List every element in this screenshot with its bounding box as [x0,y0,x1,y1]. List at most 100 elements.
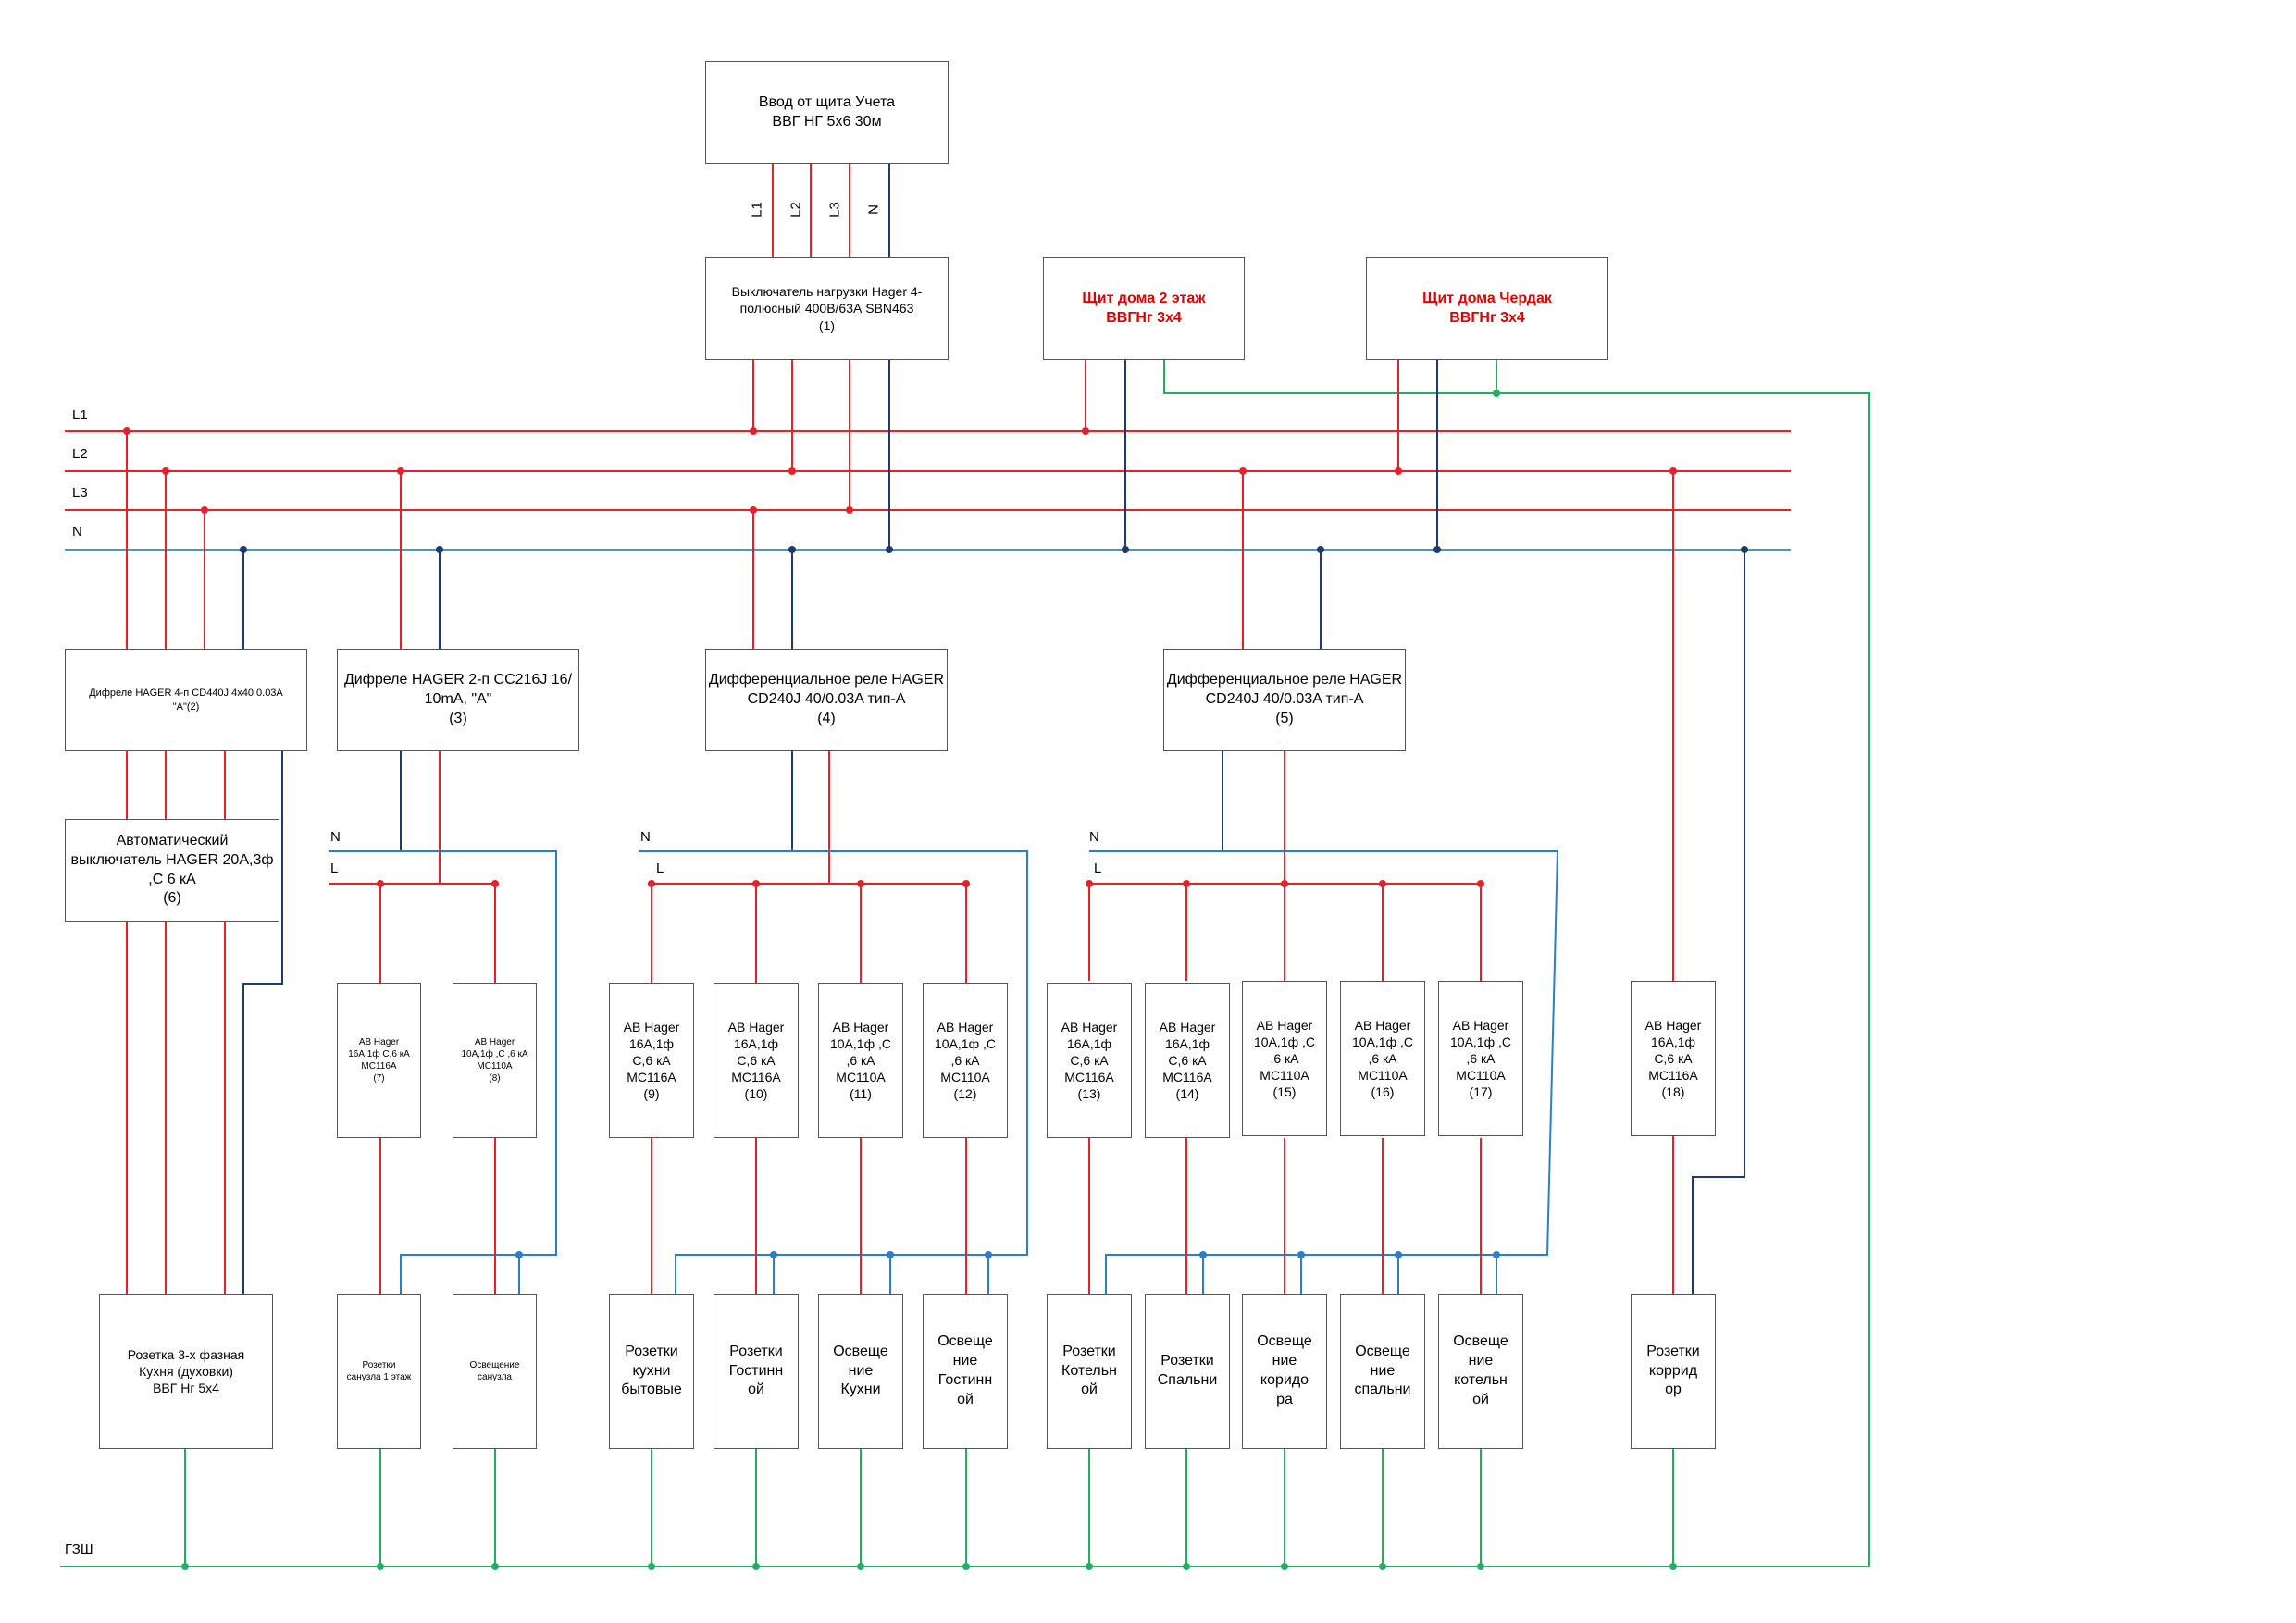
junction-dot-41 [1281,1563,1288,1570]
input-wire-label-n: N [865,204,882,215]
junction-dot-23 [648,880,655,887]
junction-dot-24 [648,1563,655,1570]
junction-dot-43 [1379,1563,1386,1570]
breaker-9-box: АВ Hager 16А,1ф С,6 кА MC116A (9) [609,983,694,1138]
junction-dot-42 [1379,880,1386,887]
load-living-lighting-box: Освеще ние Гостинн ой [923,1294,1008,1449]
junction-dot-16 [377,880,384,887]
junction-dot-46 [1199,1251,1207,1258]
junction-dot-22 [788,546,796,553]
breaker-7-box: АВ Hager 16А,1ф С,6 кА MC116A (7) [337,983,421,1138]
junction-dot-19 [377,1563,384,1570]
breaker-11-box: АВ Hager 10А,1ф ,С ,6 кА MC110A (11) [818,983,903,1138]
sub-label-l-group3: L [330,861,339,876]
junction-dot-39 [1183,1563,1190,1570]
bus-label-l1: L1 [72,407,88,423]
junction-dot-30 [962,1563,970,1570]
breaker-13-box: АВ Hager 16А,1ф С,6 кА MC116A (13) [1047,983,1132,1138]
load-boiler-lighting-box: Освеще ние котельн ой [1438,1294,1523,1449]
bus-label-l2: L2 [72,446,88,462]
junction-dot-21 [750,506,757,514]
wire-87 [1692,550,1745,1294]
breaker-8-box: АВ Hager 10А,1ф ,С ,6 кА MC110A (8) [453,983,537,1138]
junction-dot-4 [1082,427,1089,435]
main-switch-box: Выключатель нагрузки Hager 4- полюсный 4… [705,257,949,360]
junction-dot-18 [515,1251,523,1258]
junction-dot-11 [201,506,208,514]
bus-label-gzsh: ГЗШ [65,1542,93,1557]
load-bathroom-sockets-box: Розетки санузла 1 этаж [337,1294,421,1449]
panel-attic-box: Щит дома Чердак ВВГНг 3х4 [1366,257,1608,360]
junction-dot-2 [846,506,853,514]
input-wire-label-l1: L1 [749,202,765,217]
junction-dot-0 [750,427,757,435]
rcd-5-box: Дифференциальное реле HAGER CD240J 40/0.… [1163,649,1406,751]
load-living-sockets-box: Розетки Гостинн ой [714,1294,799,1449]
junction-dot-32 [887,1251,894,1258]
load-bedroom-lighting-box: Освеще ние спальни [1340,1294,1425,1449]
load-kitchen-3phase-box: Розетка 3-х фазная Кухня (духовки) ВВГ Н… [99,1294,273,1449]
junction-dot-49 [1493,1251,1500,1258]
breaker-6-box: Автоматический выключатель HAGER 20А,3ф … [65,819,279,922]
junction-dot-9 [123,427,130,435]
input-wire-label-l3: L3 [826,202,843,217]
sub-label-n-group4: N [640,829,651,845]
input-box: Ввод от щита Учета ВВГ НГ 5х6 30м [705,61,949,164]
wire-21 [242,751,283,1294]
load-kitchen-lighting-box: Освеще ние Кухни [818,1294,903,1449]
junction-dot-10 [162,467,169,475]
breaker-14-box: АВ Hager 16А,1ф С,6 кА MC116A (14) [1145,983,1230,1138]
junction-dot-33 [985,1251,992,1258]
junction-dot-25 [752,880,760,887]
junction-dot-27 [857,880,864,887]
junction-dot-40 [1281,880,1288,887]
bus-label-l3: L3 [72,485,88,501]
junction-dot-34 [1239,467,1247,475]
junction-dot-52 [1669,1563,1677,1570]
junction-dot-15 [436,546,443,553]
junction-dot-45 [1477,1563,1484,1570]
load-corridor-sockets-box: Розетки коррид ор [1631,1294,1716,1449]
bus-label-n: N [72,524,82,539]
junction-dot-37 [1086,1563,1093,1570]
sub-label-n-group5: N [1089,829,1099,845]
breaker-16-box: АВ Hager 10А,1ф ,С ,6 кА MC110A (16) [1340,981,1425,1136]
breaker-10-box: АВ Hager 16А,1ф С,6 кА MC116A (10) [714,983,799,1138]
sub-label-l-group5: L [1094,861,1102,876]
junction-dot-7 [1395,467,1402,475]
junction-dot-26 [752,1563,760,1570]
junction-dot-44 [1477,880,1484,887]
junction-dot-12 [240,546,247,553]
load-kitchen-sockets-box: Розетки кухни бытовые [609,1294,694,1449]
sub-label-l-group4: L [656,861,664,876]
load-bathroom-lighting-box: Освещение санузла [453,1294,537,1449]
panel-2nd-floor-box: Щит дома 2 этаж ВВГНг 3х4 [1043,257,1245,360]
breaker-15-box: АВ Hager 10А,1ф ,С ,6 кА MC110A (15) [1242,981,1327,1136]
input-wire-label-l2: L2 [788,202,804,217]
junction-dot-14 [397,467,404,475]
junction-dot-6 [1493,390,1500,397]
wire-30 [329,850,557,1294]
sub-label-n-group3: N [330,829,341,845]
junction-dot-50 [1669,467,1677,475]
breaker-12-box: АВ Hager 10А,1ф ,С ,6 кА MC110A (12) [923,983,1008,1138]
rcd-2-box: Дифреле HAGER 4-п CD440J 4х40 0.03А "А"(… [65,649,307,751]
wire-43 [639,850,1028,1294]
junction-dot-51 [1741,546,1748,553]
junction-dot-29 [962,880,970,887]
junction-dot-1 [788,467,796,475]
junction-dot-36 [1086,880,1093,887]
load-boiler-sockets-box: Розетки Котельн ой [1047,1294,1132,1449]
junction-dot-20 [491,1563,499,1570]
rcd-4-box: Дифференциальное реле HAGER CD240J 40/0.… [705,649,948,751]
junction-dot-47 [1297,1251,1305,1258]
junction-dot-38 [1183,880,1190,887]
junction-dot-5 [1122,546,1129,553]
wire-64 [1089,850,1559,1294]
junction-dot-13 [181,1563,189,1570]
load-corridor-lighting-box: Освеще ние коридо ра [1242,1294,1327,1449]
wire-10 [1163,360,1870,1567]
breaker-17-box: АВ Hager 10А,1ф ,С ,6 кА MC110A (17) [1438,981,1523,1136]
load-bedroom-sockets-box: Розетки Спальни [1145,1294,1230,1449]
